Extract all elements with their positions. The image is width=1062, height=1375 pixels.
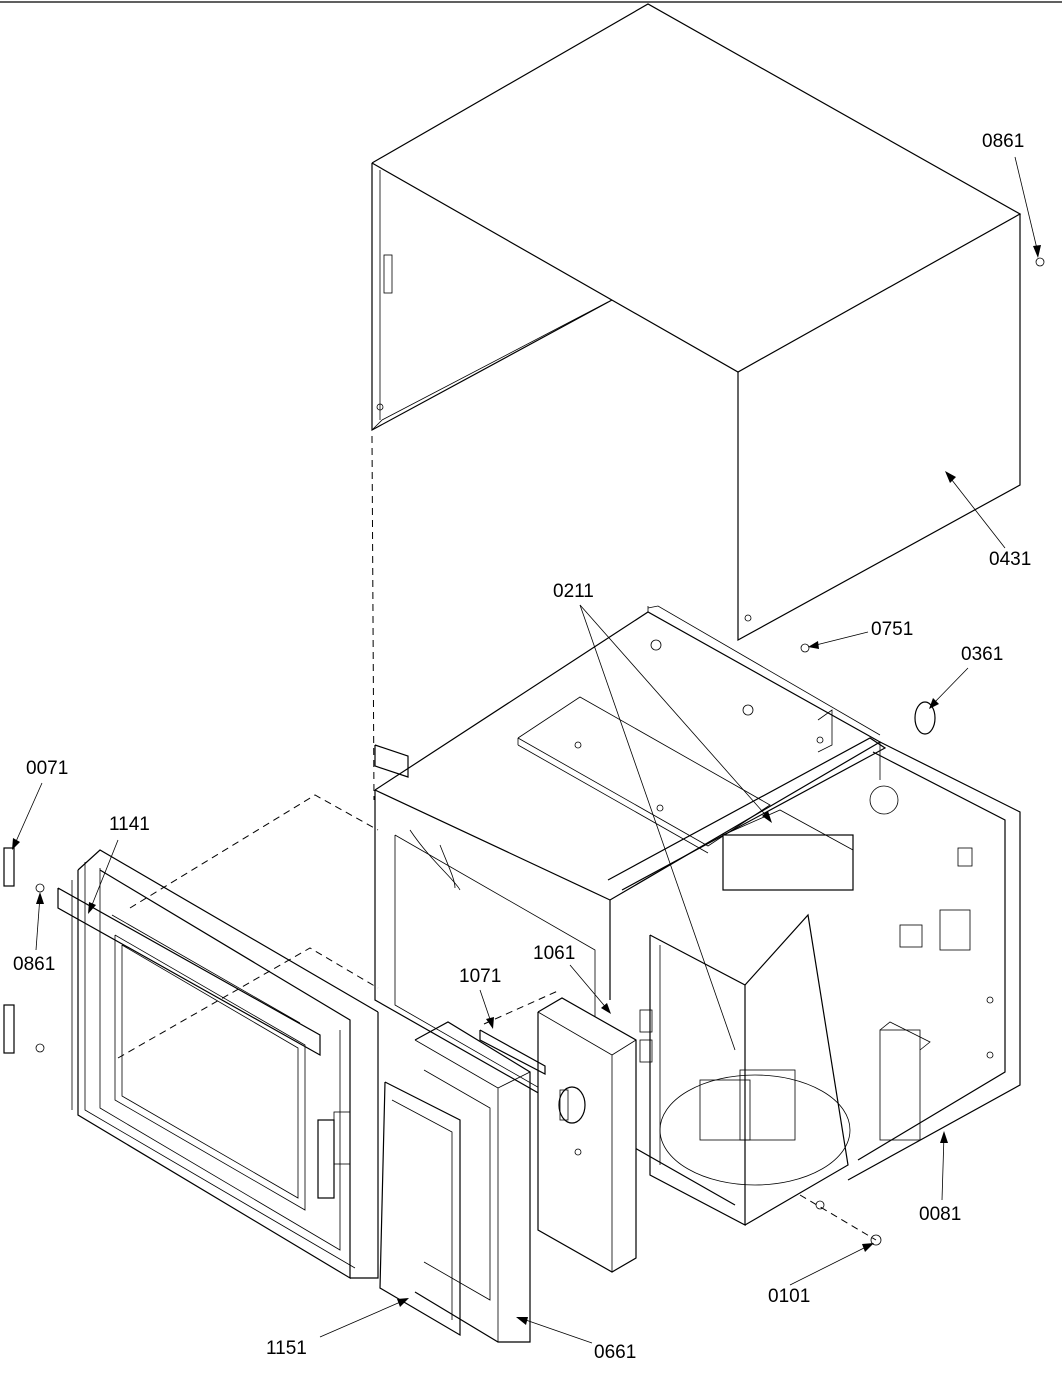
alignment-dashed-line bbox=[371, 435, 375, 801]
door-assembly bbox=[57, 794, 379, 1280]
washer-0101 bbox=[815, 1200, 825, 1210]
callout-label-0431: 0431 bbox=[988, 549, 1033, 570]
callout-label-0861-left: 0861 bbox=[12, 954, 57, 975]
callout-label-0071: 0071 bbox=[25, 758, 70, 779]
callout-label-0081: 0081 bbox=[918, 1204, 963, 1225]
callout-label-0361: 0361 bbox=[960, 644, 1005, 665]
screw-left-lower bbox=[35, 1043, 45, 1053]
screw-0101 bbox=[870, 1234, 882, 1246]
oven-chassis bbox=[374, 605, 1021, 1226]
callout-label-0861-top: 0861 bbox=[981, 131, 1026, 152]
screw-left-upper bbox=[35, 883, 45, 893]
callout-label-1141: 1141 bbox=[108, 814, 151, 835]
outer-cabinet-cover bbox=[371, 3, 1022, 642]
inner-door-frame bbox=[414, 1021, 531, 1343]
callout-label-0661: 0661 bbox=[593, 1342, 638, 1363]
callout-label-0101: 0101 bbox=[767, 1286, 812, 1307]
leader-lines bbox=[12, 156, 1041, 1344]
latch-part-upper bbox=[3, 847, 15, 887]
control-panel bbox=[479, 989, 637, 1273]
callout-label-1061: 1061 bbox=[532, 943, 577, 964]
small-part-0361 bbox=[914, 701, 936, 735]
callout-label-0211: 0211 bbox=[552, 581, 595, 602]
callout-label-1151: 1151 bbox=[265, 1338, 308, 1359]
screw-0101-dashed-line bbox=[799, 1194, 877, 1241]
latch-part-lower bbox=[3, 1004, 15, 1054]
callout-label-0751: 0751 bbox=[870, 619, 915, 640]
screw-0861-top bbox=[1035, 257, 1045, 267]
screw-0751 bbox=[800, 643, 810, 653]
choke-panel bbox=[379, 1081, 461, 1337]
callout-label-1071: 1071 bbox=[458, 966, 503, 987]
